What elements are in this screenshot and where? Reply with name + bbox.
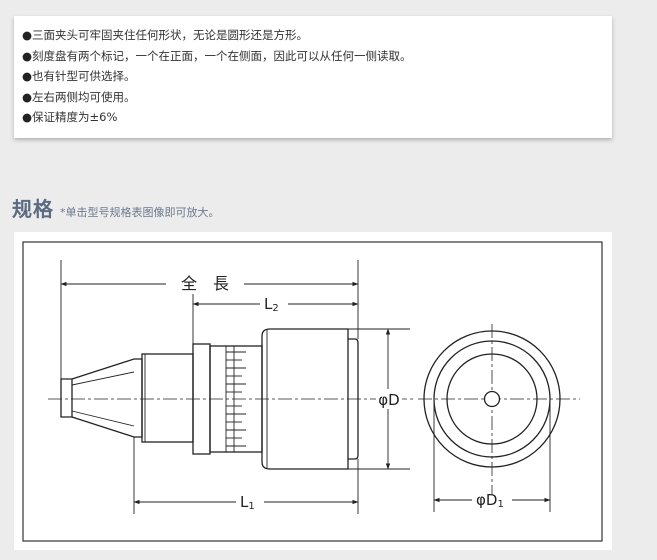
drawing-frame [22,241,603,542]
d1-label: φD1 [476,491,504,510]
front-outer-ring [423,330,561,468]
side-view [48,328,414,470]
features-list: ●三面夹头可牢固夹住任何形状，无论是圆形还是方形。 ●刻度盘有两个标记，一个在正… [14,16,612,128]
spec-heading: 规格 *单击型号规格表图像即可放大。 [12,193,220,222]
bullet-icon: ● [22,48,33,63]
front-hole [483,390,501,408]
bullet-icon: ● [22,69,33,84]
spec-note: *单击型号规格表图像即可放大。 [60,206,220,219]
d1-main: φD [476,491,497,509]
feature-item: ●也有针型可供选择。 [22,66,612,87]
feature-item: ●三面夹头可牢固夹住任何形状，无论是圆形还是方形。 [22,25,612,46]
nut [141,353,194,443]
l1-sub: 1 [248,501,254,512]
spec-drawing[interactable]: 全 長 L2 L1 φD φD1 [14,232,612,550]
rear-cap [348,338,359,460]
total-length-label: 全 長 [181,274,229,293]
feature-text: 保证精度为±6% [32,110,118,125]
bullet-icon: ● [22,28,33,42]
l2-main: L [264,295,273,313]
dimension-drawing: 全 長 L2 L1 φD φD1 [22,241,603,542]
l2-label: L2 [264,295,279,314]
d1-sub: 1 [497,499,503,510]
front-cap-ring [433,340,551,458]
bullet-icon: ● [22,89,33,104]
feature-text: 左右两侧均可使用。 [32,89,136,104]
d-label: φD [378,391,399,409]
feature-item: ●保证精度为±6% [22,107,612,128]
feature-text: 三面夹头可牢固夹住任何形状，无论是圆形还是方形。 [32,28,309,42]
l2-sub: 2 [272,303,278,314]
front-inner-ring [446,353,538,445]
dimensions [60,260,551,514]
tip [60,378,73,418]
features-panel: ●三面夹头可牢固夹住任何形状，无论是圆形还是方形。 ●刻度盘有两个标记，一个在正… [14,16,612,138]
feature-item: ●左右两侧均可使用。 [22,87,612,108]
feature-item: ●刻度盘有两个标记，一个在正面，一个在侧面，因此可以从任何一侧读取。 [22,46,612,67]
front-view [418,324,580,494]
bullet-icon: ● [22,110,33,125]
feature-text: 也有针型可供选择。 [32,69,136,84]
spec-title: 规格 [12,197,54,221]
feature-text: 刻度盘有两个标记，一个在正面，一个在侧面，因此可以从任何一侧读取。 [32,48,412,63]
l1-label: L1 [240,493,255,512]
l1-main: L [240,493,249,511]
